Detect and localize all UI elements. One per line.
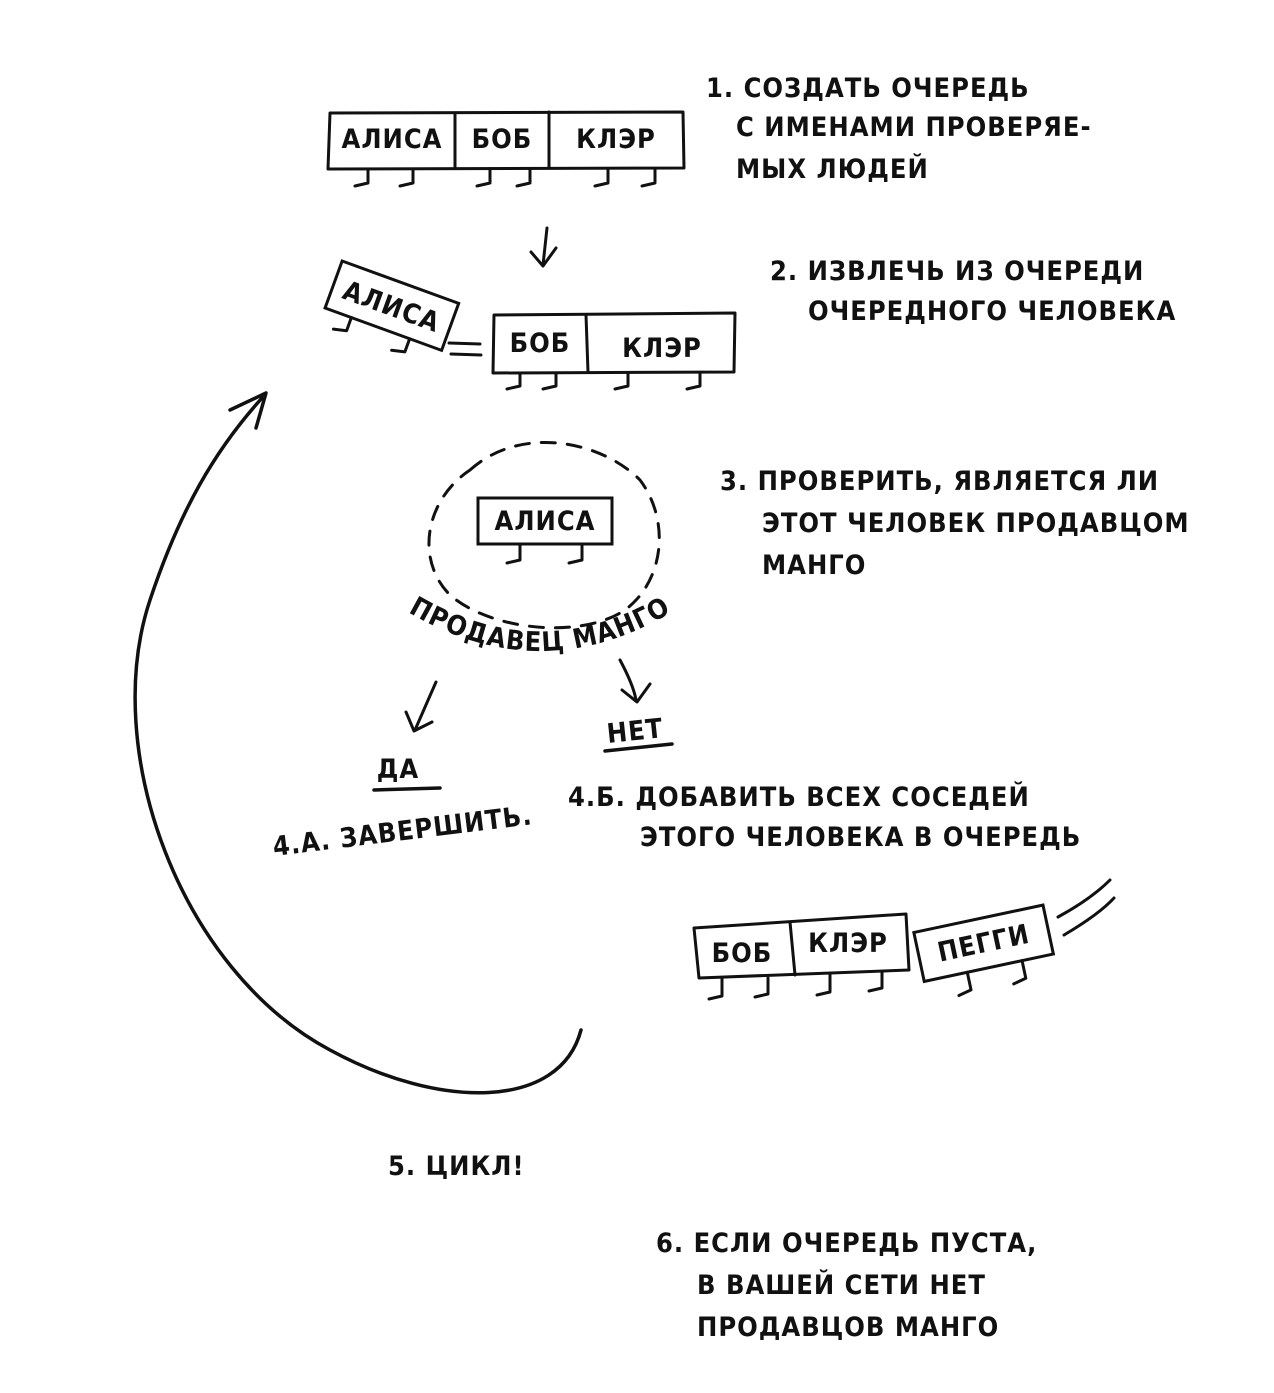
svg-text:АЛИСА: АЛИСА xyxy=(495,506,596,537)
step2-text: 2. ИЗВЛЕЧЬ ИЗ ОЧЕРЕДИ ОЧЕРЕДНОГО ЧЕЛОВЕК… xyxy=(770,256,1176,327)
step4a-text: 4.А. ЗАВЕРШИТЬ. xyxy=(271,800,534,863)
svg-text:ЭТОТ ЧЕЛОВЕК ПРОДАВЦОМ: ЭТОТ ЧЕЛОВЕК ПРОДАВЦОМ xyxy=(762,508,1190,539)
step1-text: 1. СОЗДАТЬ ОЧЕРЕДЬ С ИМЕНАМИ ПРОВЕРЯЕ- М… xyxy=(706,73,1092,185)
motion-lines xyxy=(447,341,483,357)
queue-item-claire: КЛЭР xyxy=(576,124,656,155)
svg-text:КЛЭР: КЛЭР xyxy=(808,928,888,959)
loop-arrow xyxy=(133,396,583,1095)
step4b-text: 4.Б. ДОБАВИТЬ ВСЕХ СОСЕДЕЙ ЭТОГО ЧЕЛОВЕК… xyxy=(568,781,1081,853)
remaining-queue: БОБ КЛЭР xyxy=(491,311,737,391)
no-label: НЕТ xyxy=(605,713,664,750)
svg-text:ЭТОГО ЧЕЛОВЕКА В ОЧЕРЕДЬ: ЭТОГО ЧЕЛОВЕКА В ОЧЕРЕДЬ xyxy=(640,822,1081,853)
svg-text:КЛЭР: КЛЭР xyxy=(622,333,702,364)
added-person: ПЕГГИ xyxy=(912,903,1056,998)
svg-text:6. ЕСЛИ ОЧЕРЕДЬ ПУСТА,: 6. ЕСЛИ ОЧЕРЕДЬ ПУСТА, xyxy=(656,1228,1037,1259)
yes-label: ДА xyxy=(377,754,419,785)
svg-text:МАНГО: МАНГО xyxy=(762,550,866,581)
queue-legs xyxy=(353,167,657,188)
queue-item-bob: БОБ xyxy=(472,124,533,155)
motion-lines-peggy xyxy=(1056,878,1116,937)
dequeued-person: АЛИСА xyxy=(323,259,461,354)
initial-queue: АЛИСА БОБ КЛЭР xyxy=(326,110,686,188)
svg-text:ПРОДАВЦОВ МАНГО: ПРОДАВЦОВ МАНГО xyxy=(697,1312,999,1343)
step3-text: 3. ПРОВЕРИТЬ, ЯВЛЯЕТСЯ ЛИ ЭТОТ ЧЕЛОВЕК П… xyxy=(720,466,1190,581)
svg-text:БОБ: БОБ xyxy=(510,328,571,359)
svg-text:МЫХ ЛЮДЕЙ: МЫХ ЛЮДЕЙ xyxy=(736,153,929,185)
check-bubble xyxy=(427,441,661,630)
svg-text:1. СОЗДАТЬ ОЧЕРЕДЬ: 1. СОЗДАТЬ ОЧЕРЕДЬ xyxy=(706,73,1030,104)
svg-text:3. ПРОВЕРИТЬ, ЯВЛЯЕТСЯ ЛИ: 3. ПРОВЕРИТЬ, ЯВЛЯЕТСЯ ЛИ xyxy=(720,466,1159,497)
svg-text:4.Б. ДОБАВИТЬ ВСЕХ СОСЕДЕЙ: 4.Б. ДОБАВИТЬ ВСЕХ СОСЕДЕЙ xyxy=(568,781,1030,813)
queue-item-alice: АЛИСА xyxy=(342,124,443,155)
loop-arrowhead-icon xyxy=(228,391,268,430)
svg-text:ОЧЕРЕДНОГО ЧЕЛОВЕКА: ОЧЕРЕДНОГО ЧЕЛОВЕКА xyxy=(808,296,1176,327)
svg-text:С ИМЕНАМИ ПРОВЕРЯЕ-: С ИМЕНАМИ ПРОВЕРЯЕ- xyxy=(736,112,1092,143)
arrow-yes-icon xyxy=(404,680,438,733)
svg-text:2. ИЗВЛЕЧЬ ИЗ ОЧЕРЕДИ: 2. ИЗВЛЕЧЬ ИЗ ОЧЕРЕДИ xyxy=(770,256,1144,287)
step5-text: 5. ЦИКЛ! xyxy=(388,1151,525,1182)
svg-text:БОБ: БОБ xyxy=(712,938,773,969)
arrow-no-icon xyxy=(618,658,652,704)
arrow-down-icon xyxy=(529,226,558,268)
svg-text:В ВАШЕЙ СЕТИ НЕТ: В ВАШЕЙ СЕТИ НЕТ xyxy=(697,1269,986,1301)
step6-text: 6. ЕСЛИ ОЧЕРЕДЬ ПУСТА, В ВАШЕЙ СЕТИ НЕТ … xyxy=(656,1228,1037,1343)
checked-person: АЛИСА xyxy=(476,496,614,565)
updated-queue: БОБ КЛЭР xyxy=(692,912,911,1001)
